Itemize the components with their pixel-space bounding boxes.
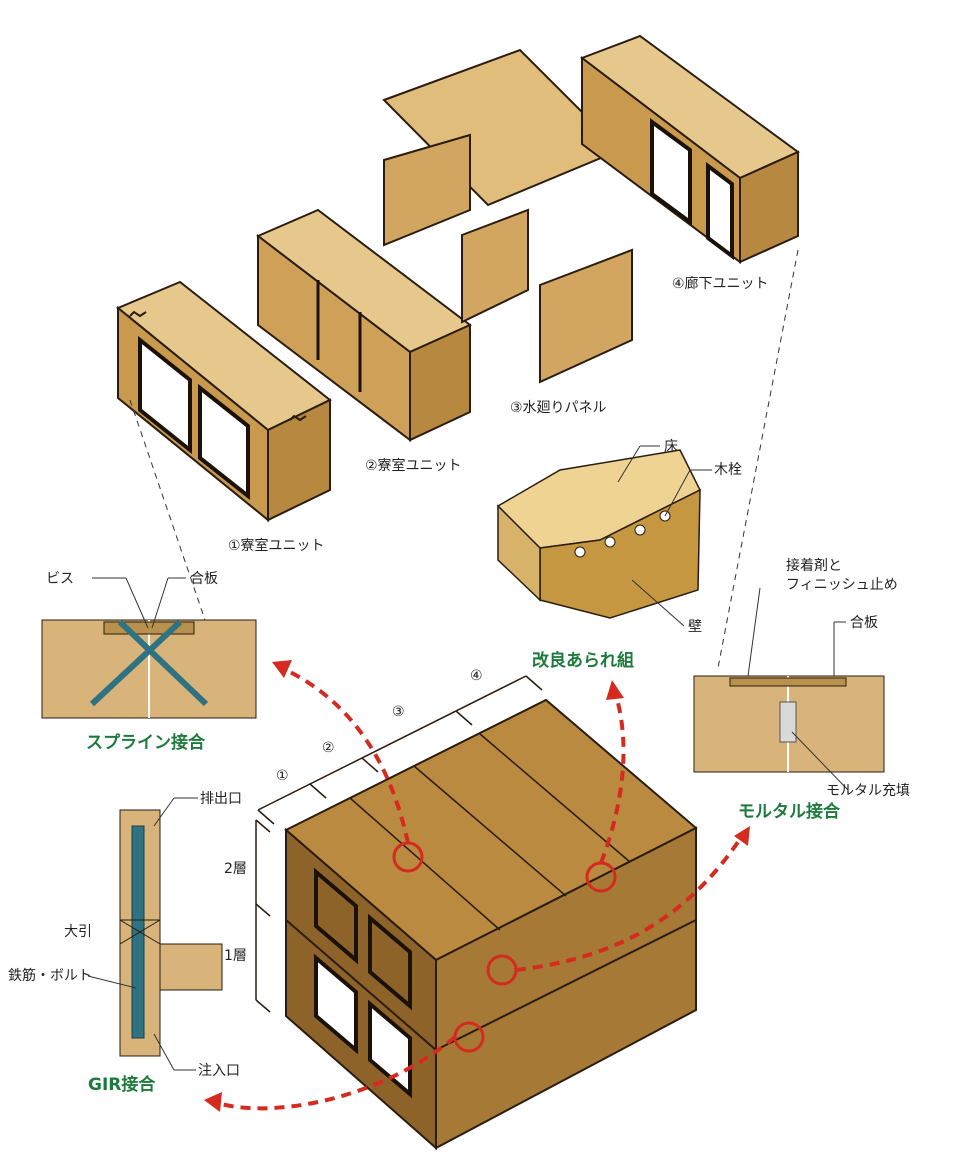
- callout-arrowheads: [204, 660, 750, 1112]
- spline-joint-title: スプライン接合: [86, 732, 206, 753]
- kanawa-wall-label: 壁: [688, 619, 702, 635]
- kanawa-floor-label: 床: [664, 439, 678, 455]
- unit3-wet-area-panels: [382, 48, 633, 384]
- gir-outlet-label: 排出口: [200, 791, 242, 807]
- gir-inlet-label: 注入口: [198, 1063, 240, 1079]
- mortar-plywood-label: 合板: [850, 615, 878, 631]
- floor1-label: 1層: [224, 948, 247, 964]
- kanawa-joint-title: 改良あられ組: [532, 650, 634, 671]
- dimension-brackets: [255, 675, 543, 1013]
- unit4-leader-dashed: [717, 249, 799, 669]
- mortar-joint-detail: [693, 587, 885, 791]
- unit4-label: ④廊下ユニット: [672, 275, 769, 292]
- spline-plywood-label: 合板: [190, 571, 218, 587]
- dim-n2: ②: [322, 740, 335, 756]
- kanawa-dowel-label: 木栓: [714, 462, 742, 478]
- mortar-fill-label: モルタル充填: [826, 783, 910, 799]
- kanawa-joint-detail: [496, 445, 712, 627]
- spline-joint-detail: [41, 577, 257, 719]
- mortar-joint-title: モルタル接合: [738, 801, 841, 822]
- mortar-adhesive-label-2: フィニッシュ止め: [786, 577, 898, 593]
- gir-beam-label: 大引: [64, 924, 92, 940]
- unit2-dorm-unit: [256, 208, 472, 443]
- unit2-label: ②寮室ユニット: [365, 457, 462, 474]
- unit4-corridor-unit: [579, 34, 800, 264]
- gir-rebar-label: 鉄筋・ボルト: [8, 967, 92, 984]
- gir-joint-detail: [87, 797, 223, 1071]
- mortar-adhesive-label-1: 接着剤と: [786, 557, 842, 574]
- unit1-label: ①寮室ユニット: [228, 537, 325, 554]
- floor2-label: 2層: [224, 861, 247, 877]
- unit3-label: ③水廻りパネル: [510, 400, 607, 416]
- spline-screw-label: ビス: [46, 571, 74, 587]
- dim-n1: ①: [276, 768, 289, 784]
- gir-joint-title: GIR接合: [88, 1074, 156, 1095]
- dim-n3: ③: [392, 704, 405, 720]
- callout-arrows: [213, 666, 744, 1111]
- assembled-building: [284, 698, 698, 1151]
- unit1-dorm-unit: [116, 280, 332, 523]
- unit1-leader-dashed: [129, 399, 206, 621]
- dim-n4: ④: [470, 668, 483, 684]
